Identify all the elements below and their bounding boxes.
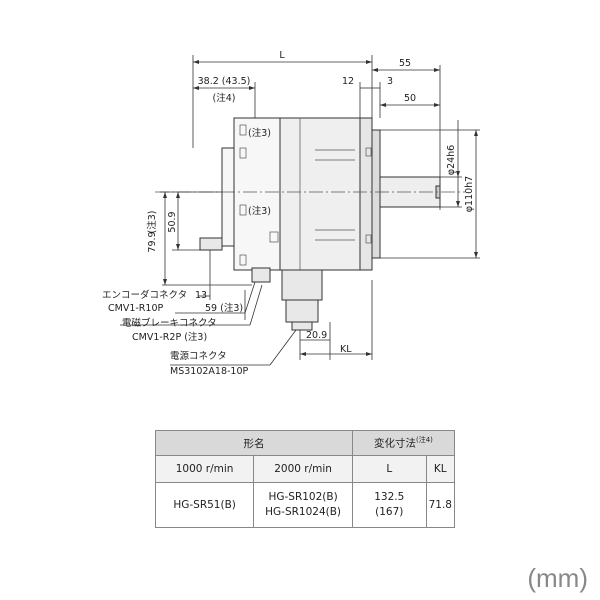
table-row: HG-SR51(B) HG-SR102(B) HG-SR1024(B) 132.5…: [154, 482, 456, 528]
cell-2000rpm-a: HG-SR102(B): [268, 491, 338, 503]
encoder-connector-part: CMV1-R10P: [108, 303, 163, 314]
unit-label: (mm): [527, 563, 588, 593]
header-variable-text: 変化寸法: [374, 437, 416, 450]
note3-left: (注3): [146, 211, 158, 234]
power-connector-title: 電源コネクタ: [170, 351, 227, 362]
header-2000rpm: 2000 r/min: [253, 455, 353, 483]
header-variable-note: (注4): [416, 436, 433, 445]
brake-connector-title: 電磁ブレーキコネクタ: [122, 317, 217, 329]
brake-connector-part: CMV1-R2P (注3): [132, 331, 207, 343]
dim-79-9: 79.9: [147, 231, 158, 252]
cell-2000rpm-b: HG-SR1024(B): [265, 506, 342, 518]
note3-top: (注3): [248, 127, 271, 139]
variable-dimension-table: 形名 変化寸法(注4) 1000 r/min 2000 r/min L KL H…: [154, 430, 456, 528]
dim-phi110: φ110h7: [464, 176, 475, 212]
header-1000rpm: 1000 r/min: [154, 455, 255, 483]
header-L: L: [351, 455, 427, 483]
cell-L-a: 132.5: [374, 491, 405, 503]
header-model: 形名: [155, 430, 353, 456]
dim-59: 59 (注3): [205, 302, 243, 314]
dim-20-9: 20.9: [306, 330, 327, 341]
dim-3: 3: [387, 76, 393, 87]
cell-1000rpm: HG-SR51(B): [154, 482, 255, 528]
dim-13: 13: [195, 290, 207, 301]
dim-L: L: [279, 50, 285, 61]
cell-2000rpm: HG-SR102(B) HG-SR1024(B): [253, 482, 353, 528]
header-KL: KL: [425, 455, 456, 483]
dim-50: 50: [404, 93, 416, 104]
power-connector-part: MS3102A18-10P: [170, 366, 249, 377]
dim-50-9: 50.9: [167, 211, 178, 232]
dim-note4: (注4): [213, 92, 236, 104]
dim-12: 12: [342, 76, 354, 87]
dim-KL: KL: [340, 344, 352, 355]
note3-mid: (注3): [248, 205, 271, 217]
dim-55: 55: [399, 58, 411, 69]
encoder-connector-title: エンコーダコネクタ: [102, 289, 187, 301]
dim-phi24: φ24h6: [446, 145, 457, 175]
cell-L-b: (167): [375, 506, 404, 518]
cell-KL: 71.8: [425, 482, 456, 528]
motor-dimension-drawing: L 55 38.2 (43.5) (注4) 12 3 50: [102, 50, 480, 377]
cell-L: 132.5 (167): [351, 482, 427, 528]
dim-38: 38.2 (43.5): [198, 76, 251, 87]
header-variable-dimension: 変化寸法(注4): [351, 430, 456, 456]
